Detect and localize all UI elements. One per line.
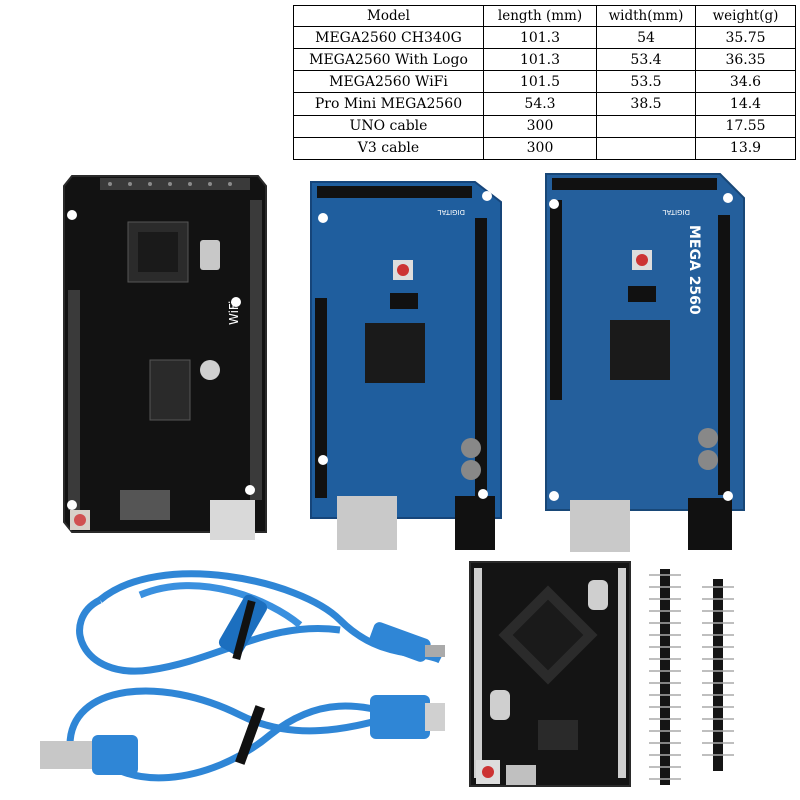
cell-model: MEGA2560 CH340G bbox=[293, 25, 484, 50]
pin-header-left bbox=[649, 569, 681, 785]
pro-mini-board bbox=[469, 561, 631, 787]
table-row: UNO cable 300 17.55 bbox=[293, 114, 796, 138]
cell-width bbox=[596, 136, 696, 161]
cell-width bbox=[596, 114, 696, 138]
cell-length: 300 bbox=[483, 114, 597, 138]
cell-model: MEGA2560 WiFi bbox=[293, 70, 484, 94]
cell-model: Pro Mini MEGA2560 bbox=[293, 92, 484, 116]
cell-weight: 34.6 bbox=[695, 70, 796, 94]
cell-length: 54.3 bbox=[483, 92, 597, 116]
cell-model: UNO cable bbox=[293, 114, 484, 138]
cell-width: 53.4 bbox=[596, 48, 696, 72]
spec-table: Model length (mm) width(mm) weight(g) ME… bbox=[293, 5, 796, 161]
pin-header-right bbox=[702, 579, 734, 771]
logo-mega-board: MEGA 2560 DIGITAL bbox=[545, 173, 745, 552]
cell-weight: 17.55 bbox=[695, 114, 796, 138]
table-row: MEGA2560 WiFi 101.5 53.5 34.6 bbox=[293, 70, 796, 94]
table-row: V3 cable 300 13.9 bbox=[293, 136, 796, 161]
blue-board-digital-label: DIGITAL bbox=[438, 208, 465, 216]
cell-length: 101.5 bbox=[483, 70, 597, 94]
cell-length: 101.3 bbox=[483, 25, 597, 50]
cell-weight: 14.4 bbox=[695, 92, 796, 116]
cell-weight: 35.75 bbox=[695, 25, 796, 50]
cell-length: 101.3 bbox=[483, 48, 597, 72]
table-row: MEGA2560 With Logo 101.3 53.4 36.35 bbox=[293, 48, 796, 72]
blue-mega-board: DIGITAL bbox=[310, 181, 502, 550]
header-length: length (mm) bbox=[483, 5, 597, 27]
header-weight: weight(g) bbox=[695, 5, 796, 27]
cell-width: 54 bbox=[596, 25, 696, 50]
table-row: Pro Mini MEGA2560 54.3 38.5 14.4 bbox=[293, 92, 796, 116]
logo-board-digital-label: DIGITAL bbox=[663, 208, 690, 216]
cell-width: 38.5 bbox=[596, 92, 696, 116]
cell-width: 53.5 bbox=[596, 70, 696, 94]
micro-usb-cable bbox=[76, 570, 445, 675]
cell-weight: 13.9 bbox=[695, 136, 796, 161]
wifi-logo-label: WiFi bbox=[227, 301, 241, 325]
cell-length: 300 bbox=[483, 136, 597, 161]
cell-model: V3 cable bbox=[293, 136, 484, 161]
table-header-row: Model length (mm) width(mm) weight(g) bbox=[293, 5, 796, 27]
wifi-mega-board: WiFi bbox=[63, 175, 267, 540]
header-width: width(mm) bbox=[596, 5, 696, 27]
header-model: Model bbox=[293, 5, 484, 27]
cell-model: MEGA2560 With Logo bbox=[293, 48, 484, 72]
table-row: MEGA2560 CH340G 101.3 54 35.75 bbox=[293, 25, 796, 50]
mega-logo-label: MEGA 2560 bbox=[686, 225, 702, 315]
usb-b-cable bbox=[40, 687, 445, 782]
cell-weight: 36.35 bbox=[695, 48, 796, 72]
